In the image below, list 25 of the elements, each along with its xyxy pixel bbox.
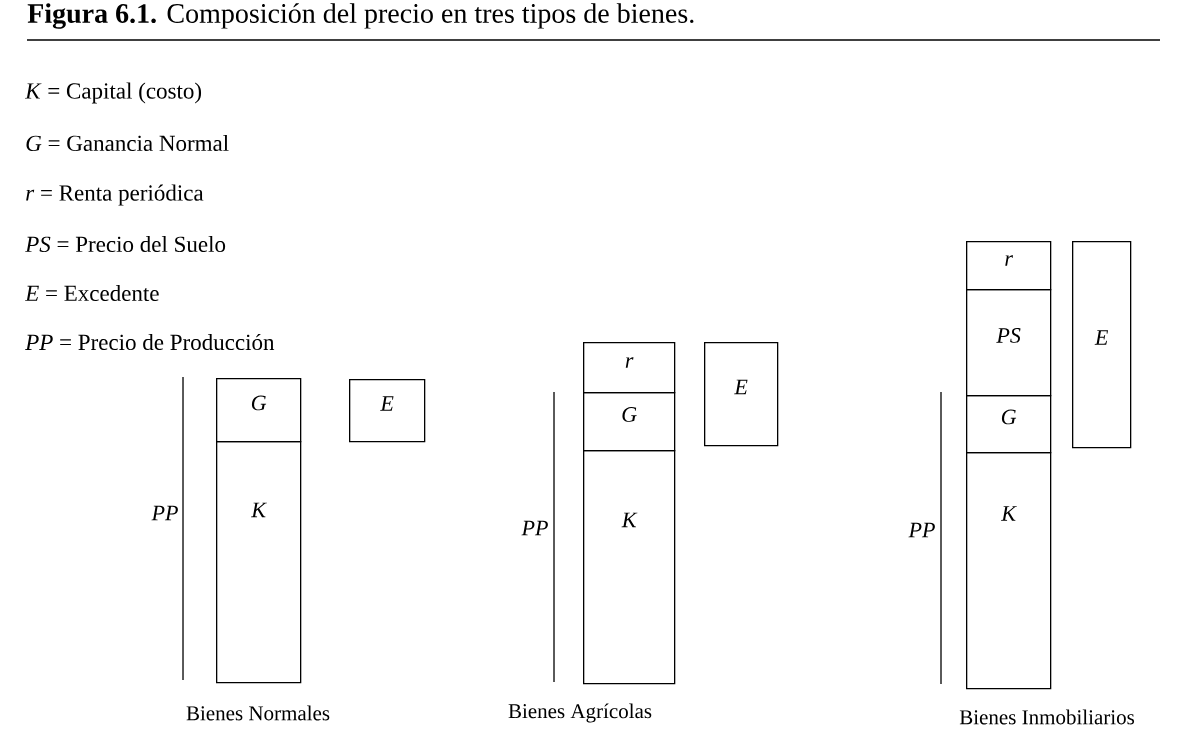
bar-segment: G	[583, 392, 676, 452]
bar-segment: r	[583, 342, 676, 394]
bar-segment: K	[583, 450, 676, 685]
dimension-label: PP	[908, 522, 935, 538]
bar-segment: G	[966, 395, 1052, 454]
bar-segment: G	[216, 378, 302, 443]
figure-title: Figura 6.1. Composición del precio en tres tipos de bienes.	[27, 3, 694, 29]
bar-segment: E	[349, 379, 426, 443]
chart-caption: Bienes Inmobiliarios	[959, 709, 1135, 725]
bar-segment: E	[704, 342, 779, 447]
chart-caption: Bienes Agrícolas	[508, 703, 652, 723]
bar-segment: r	[966, 241, 1052, 291]
bar-segment: K	[216, 441, 302, 684]
definition-text: E = Excedente	[24, 284, 159, 302]
chart-caption: Bienes Normales	[186, 705, 330, 721]
definition-text: PS = Precio del Suelo	[25, 235, 226, 253]
dimension-label: PP	[521, 520, 548, 536]
bar-segment: E	[1072, 241, 1132, 449]
dimension-label: PP	[151, 505, 178, 521]
definition-text: PP = Precio de Producción	[25, 333, 275, 351]
definition-text: G = Ganancia Normal	[26, 134, 229, 152]
bar-segment: PS	[966, 289, 1052, 397]
definition-text: r = Renta periódica	[26, 184, 204, 206]
definition-text: K = Capital (costo)	[24, 82, 202, 104]
bar-segment: K	[966, 452, 1052, 690]
